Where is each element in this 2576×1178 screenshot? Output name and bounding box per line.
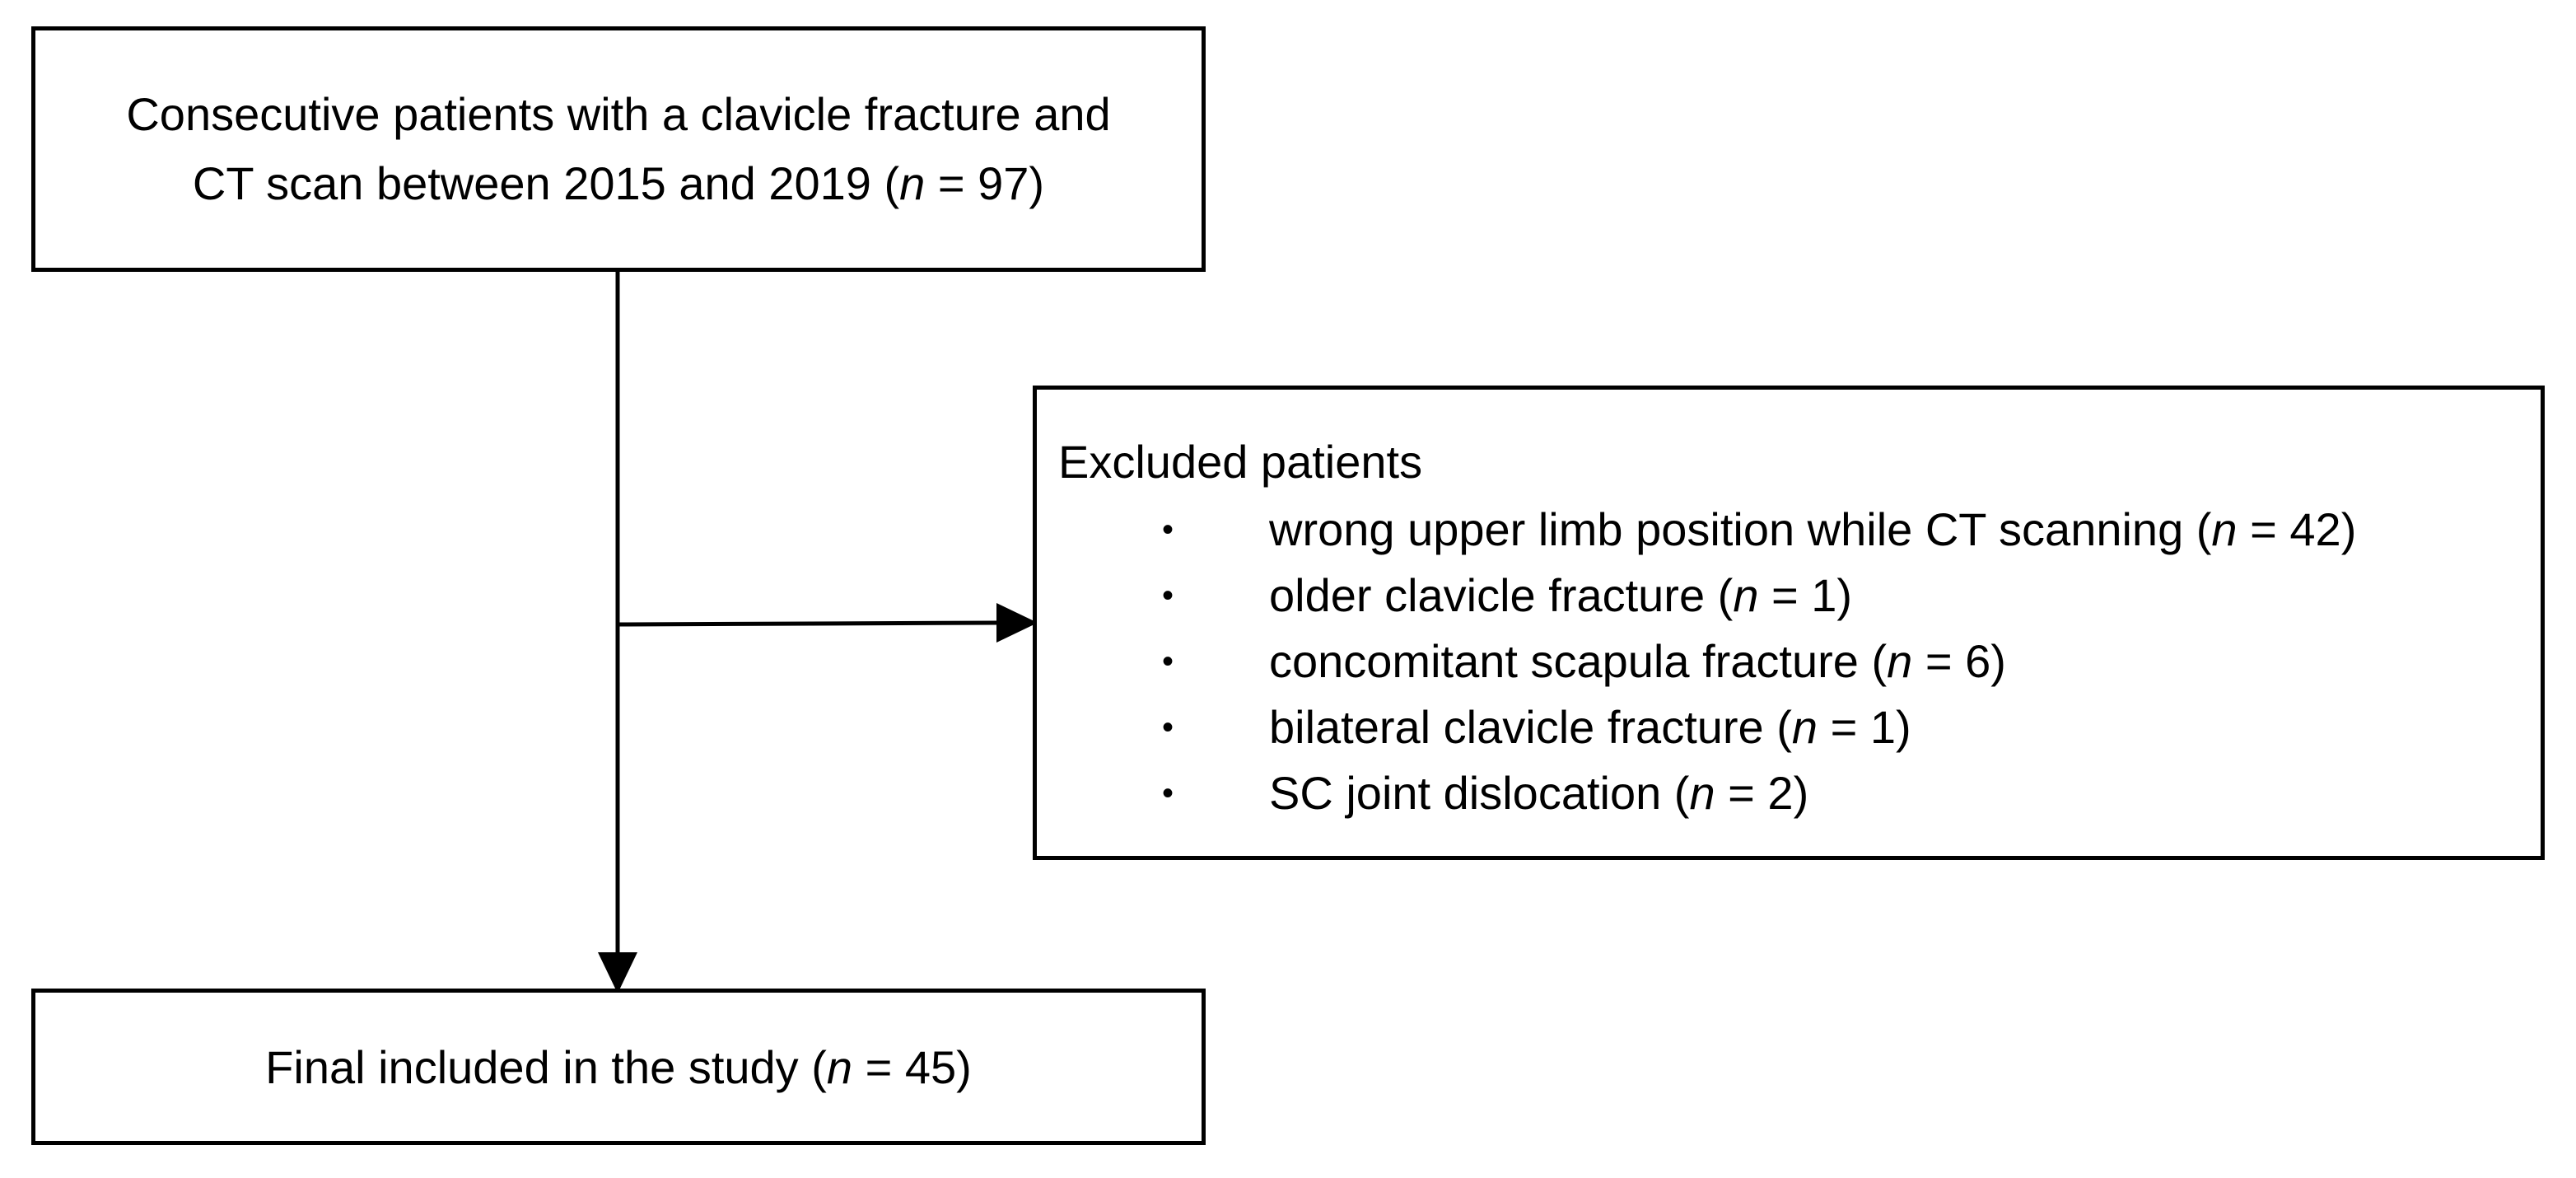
horizontal-branch-line [617, 620, 999, 627]
excluded-item-suffix: = 1) [1758, 569, 1853, 621]
bullet-icon: • [1162, 643, 1174, 680]
arrowhead-down [598, 952, 637, 993]
bullet-icon: • [1162, 577, 1174, 614]
excluded-item-n-symbol: n [1689, 767, 1715, 819]
final-prefix: Final included in the study ( [265, 1040, 827, 1093]
excluded-box: Excluded patients • wrong upper limb pos… [1033, 386, 2545, 860]
excluded-item-prefix: bilateral clavicle fracture ( [1269, 701, 1792, 753]
cohort-line-1: Consecutive patients with a clavicle fra… [126, 88, 1111, 140]
cohort-box: Consecutive patients with a clavicle fra… [31, 26, 1206, 272]
bullet-icon: • [1162, 512, 1174, 548]
bullet-icon: • [1162, 709, 1174, 746]
excluded-item-n-symbol: n [2211, 503, 2238, 555]
excluded-item-prefix: concomitant scapula fracture ( [1269, 635, 1888, 687]
cohort-line-2-prefix: CT scan between 2015 and 2019 ( [192, 157, 900, 209]
cohort-line-2: CT scan between 2015 and 2019 (n = 97) [193, 149, 1044, 218]
final-n-symbol: n [826, 1040, 853, 1093]
excluded-item-n-symbol: n [1791, 701, 1818, 753]
excluded-item-suffix: = 1) [1818, 701, 1911, 753]
excluded-item-label: older clavicle fracture (n = 1) [1269, 563, 1852, 629]
cohort-n-symbol: n [899, 157, 926, 209]
final-suffix: = 45) [852, 1040, 972, 1093]
excluded-item-label: bilateral clavicle fracture (n = 1) [1269, 694, 1911, 760]
final-box: Final included in the study (n = 45) [31, 989, 1206, 1145]
excluded-item-n-symbol: n [1733, 569, 1759, 621]
final-label: Final included in the study (n = 45) [265, 1040, 972, 1094]
bullet-icon: • [1162, 775, 1174, 811]
excluded-item-prefix: older clavicle fracture ( [1269, 569, 1734, 621]
excluded-item-label: wrong upper limb position while CT scann… [1269, 497, 2356, 563]
excluded-item-prefix: SC joint dislocation ( [1269, 767, 1690, 819]
excluded-item-suffix: = 6) [1912, 635, 2006, 687]
excluded-item-suffix: = 2) [1715, 767, 1809, 819]
excluded-item-prefix: wrong upper limb position while CT scann… [1269, 503, 2212, 555]
cohort-line-2-suffix: = 97) [925, 157, 1045, 209]
excluded-title: Excluded patients [1058, 436, 1423, 488]
excluded-item-n-symbol: n [1887, 635, 1913, 687]
excluded-item-label: SC joint dislocation (n = 2) [1269, 760, 1808, 826]
excluded-item-label: concomitant scapula fracture (n = 6) [1269, 629, 2006, 694]
excluded-item-suffix: = 42) [2237, 503, 2357, 555]
arrowhead-right [996, 603, 1038, 643]
